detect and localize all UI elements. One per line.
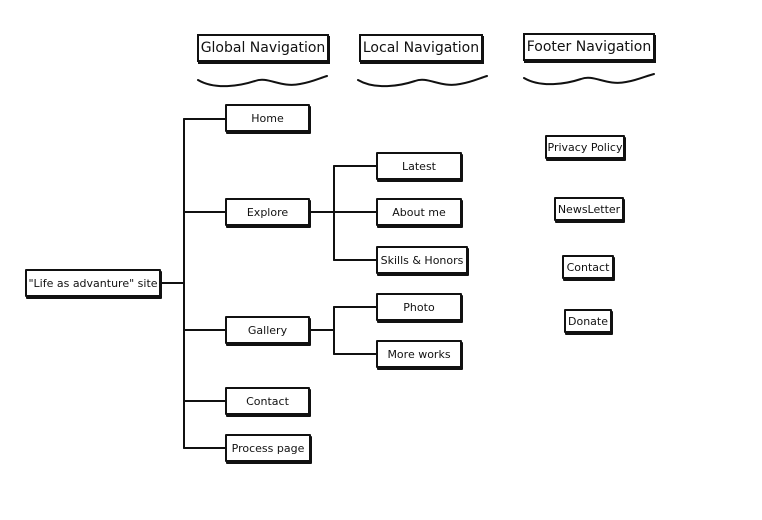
- node-explore: Explore: [225, 198, 310, 226]
- node-latest: Latest: [376, 152, 462, 180]
- root-site-node: "Life as advanture" site: [25, 269, 161, 297]
- node-about-me: About me: [376, 198, 462, 226]
- node-more-works: More works: [376, 340, 462, 368]
- node-footer-contact: Contact: [562, 255, 614, 279]
- node-newsletter: NewsLetter: [554, 197, 624, 221]
- node-privacy-policy: Privacy Policy: [545, 135, 625, 159]
- node-photo: Photo: [376, 293, 462, 321]
- node-contact: Contact: [225, 387, 310, 415]
- node-home: Home: [225, 104, 310, 132]
- node-process-page: Process page: [225, 434, 311, 462]
- node-gallery: Gallery: [225, 316, 310, 344]
- global-navigation-header: Global Navigation: [197, 34, 329, 62]
- footer-header-squiggle: [523, 73, 655, 86]
- node-skills-honors: Skills & Honors: [376, 246, 468, 274]
- local-navigation-header: Local Navigation: [359, 34, 483, 62]
- node-donate: Donate: [564, 309, 612, 333]
- footer-navigation-header: Footer Navigation: [523, 33, 655, 61]
- local-header-squiggle: [357, 75, 488, 88]
- global-header-squiggle: [197, 75, 328, 88]
